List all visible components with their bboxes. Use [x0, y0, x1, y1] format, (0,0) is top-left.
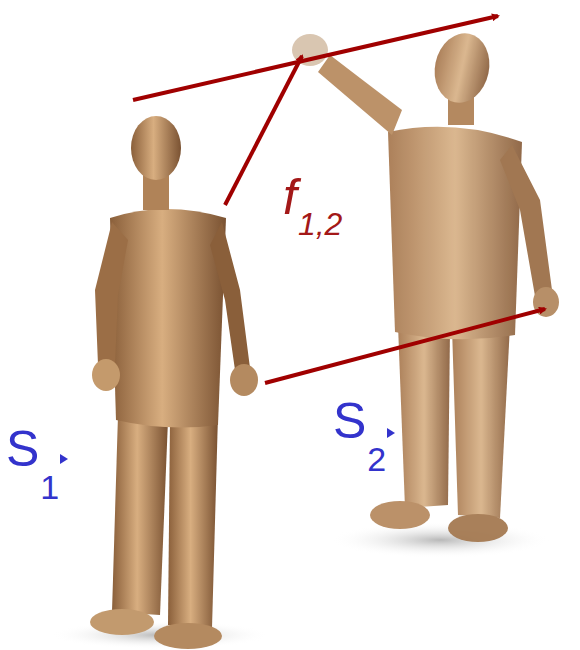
subscript-index: 1 — [40, 470, 59, 504]
subscript-index: 2 — [367, 442, 386, 476]
subscript-index: 1,2 — [298, 208, 342, 240]
surface-name: S — [6, 424, 39, 474]
surface-name: S — [333, 396, 366, 446]
map-name: f — [283, 172, 297, 222]
